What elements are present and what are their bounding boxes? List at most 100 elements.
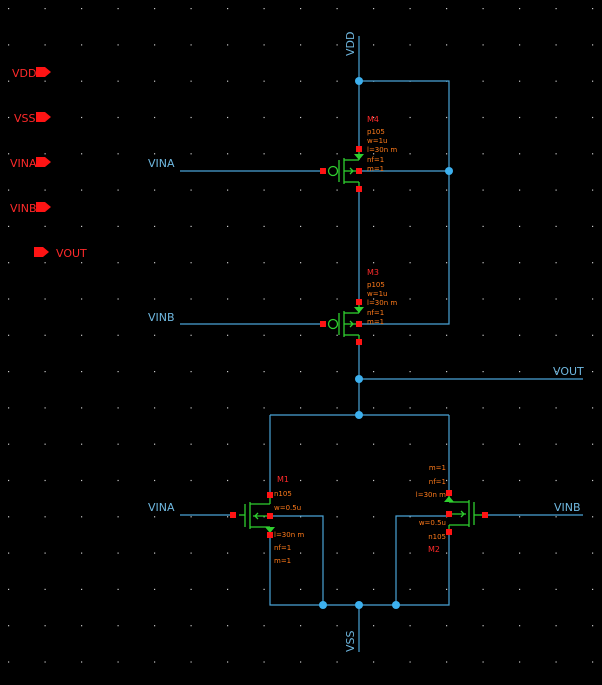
wire-vdd-bulk[interactable] [359,80,450,325]
junction-dot [445,167,453,175]
grid-dot [263,189,265,191]
grid-dot [154,8,156,10]
pin-vdd[interactable]: VDD [12,67,51,80]
pin-vina[interactable]: VINA [10,157,51,170]
grid-dot [409,189,411,191]
grid-dot [117,552,119,554]
grid-dot [8,371,10,373]
m3-l: l=30n m [367,299,397,307]
grid-dot [409,225,411,227]
grid-dot [300,334,302,336]
grid-dot [482,552,484,554]
grid-dot [8,661,10,663]
grid-dot [336,44,338,46]
grid-dot [409,443,411,445]
grid-dot [44,262,46,264]
grid-dot [81,8,83,10]
grid-dot [8,8,10,10]
grid-dot [555,661,557,663]
grid-dot [44,371,46,373]
grid-dot [154,80,156,82]
grid-dot [8,407,10,409]
grid-dot [8,479,10,482]
grid-dot [154,661,156,663]
grid-dot [190,44,192,46]
transistor-m3[interactable]: M3 p105 w=1u l=30n m nf=1 m=1 [320,268,397,345]
grid-dot [519,153,521,155]
grid-dot [190,8,192,10]
m2-name: M2 [428,545,440,554]
grid-dot [519,44,521,46]
grid-dot [154,262,156,264]
net-vina-top: VINA [148,157,175,170]
grid-dot [482,407,484,409]
pin-vss[interactable]: VSS [14,112,51,125]
grid-dot [8,516,10,518]
grid-dot [592,443,594,445]
grid-dot [117,516,119,518]
grid-dot [44,443,46,445]
grid-dot [592,625,594,627]
grid-dot [519,116,521,119]
grid-dot [555,443,557,445]
grid-dot [519,225,521,227]
grid-dot [409,552,411,554]
grid-dot [44,44,46,46]
grid-dot [336,516,338,518]
grid-dot [336,8,338,10]
grid-dot [117,153,119,155]
pin-vout[interactable]: VOUT [34,247,87,260]
grid-dot [154,334,156,336]
grid-dot [154,153,156,155]
input-pin-icon [36,157,51,167]
grid-dot [336,407,338,409]
pin-vinb[interactable]: VINB [10,202,51,215]
grid-dot [482,661,484,663]
grid-dot [263,334,265,336]
grid-dot [519,298,521,300]
transistor-m4[interactable]: M4 p105 w=1u l=30n m nf=1 m=1 [320,115,397,192]
pin-vout-label: VOUT [56,247,87,260]
input-pin-icon [36,202,51,212]
grid-dot [227,371,229,373]
m2-w: w=0.5u [419,519,446,527]
grid-dot [373,8,375,10]
grid-dot [8,334,10,336]
grid-dot [44,625,46,627]
grid-dot [154,625,156,627]
grid-dot [190,516,192,518]
grid-dot [263,225,265,227]
grid-dot [263,116,265,119]
grid-dot [263,371,265,373]
grid-dot [555,625,557,627]
m1-model: n105 [274,490,292,498]
grid-dot [300,516,302,518]
wire-m2-bulk[interactable] [395,515,449,605]
grid-dot [336,443,338,445]
grid-dot [263,661,265,663]
grid-dot [519,334,521,336]
transistor-m1[interactable]: M1 n105 w=0.5u l=30n m nf=1 m=1 [230,475,304,565]
m1-w: w=0.5u [274,504,301,512]
grid-dot [300,189,302,191]
transistor-m2[interactable]: m=1 nf=1 l=30n m w=0.5u n105 M2 [416,464,488,554]
wire-m1-bulk[interactable] [270,515,324,605]
grid-dot [519,371,521,373]
grid-dot [519,588,521,590]
grid-dot [8,44,10,46]
m1-m: m=1 [274,557,291,565]
grid-dot [336,298,338,300]
junction-dot [355,77,363,85]
grid-dot [555,588,557,590]
net-vinb-bottom: VINB [554,501,581,514]
grid-dot [446,371,448,373]
grid-dot [44,298,46,300]
grid-dot [117,661,119,663]
grid-dot [117,262,119,264]
grid-dot [409,298,411,300]
grid-dot [81,479,83,482]
grid-dot [154,44,156,46]
grid-dot [117,625,119,627]
grid-dot [154,371,156,373]
